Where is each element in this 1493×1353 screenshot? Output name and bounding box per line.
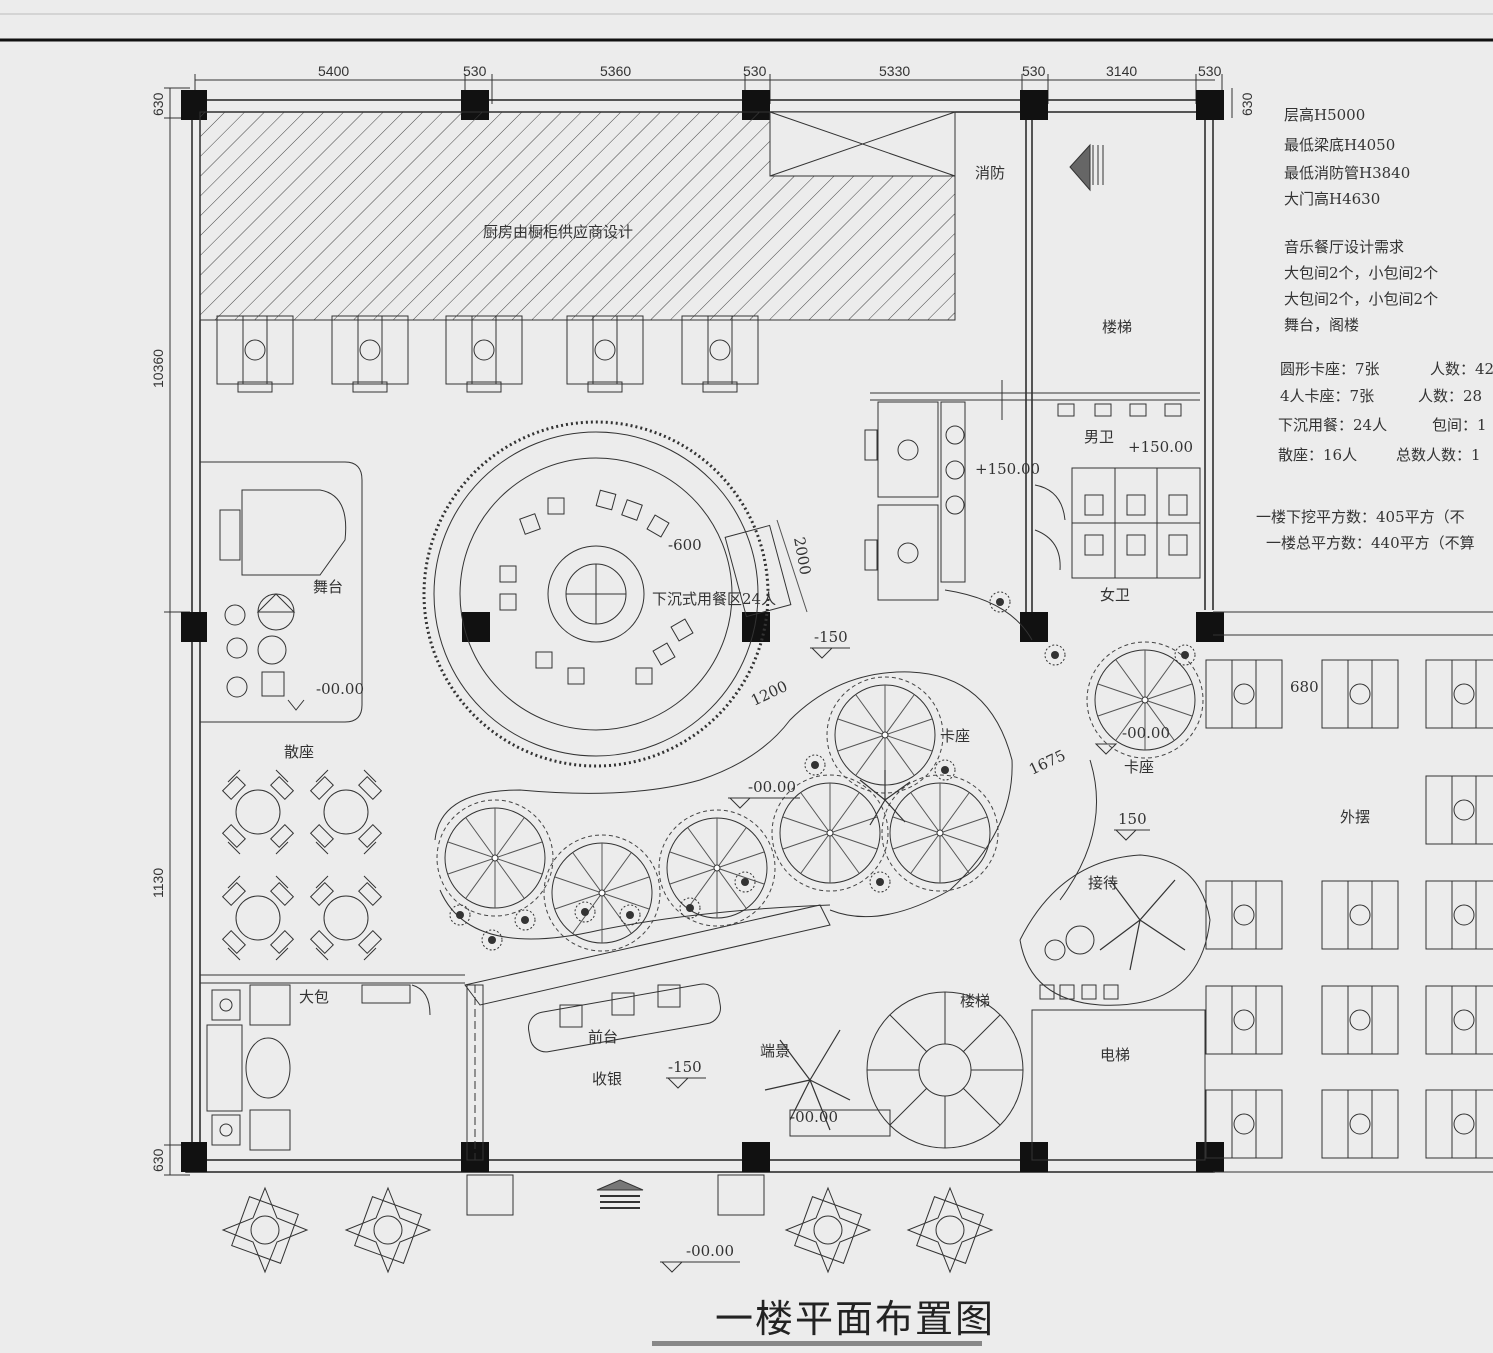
label-level-00-right: -00.00 (1122, 724, 1170, 742)
label-reception: 接待 (1088, 874, 1118, 892)
dim-top-7: 3140 (1106, 63, 1137, 79)
note-door-height: 大门高H4630 (1284, 190, 1381, 208)
note-stat-sunken: 下沉用餐：24人 (1278, 416, 1388, 434)
note-beam-bottom: 最低梁底H4050 (1284, 136, 1396, 154)
label-stairs-bottom: 楼梯 (960, 992, 990, 1010)
label-dim-680: 680 (1290, 678, 1319, 696)
label-male-wc: 男卫 (1084, 428, 1114, 446)
label-stairs-top: 楼梯 (1102, 318, 1132, 336)
note-req-line2: 大包间2个，小包间2个 (1284, 290, 1439, 308)
label-level-00-garden: -00.00 (790, 1108, 838, 1126)
label-booth-1: 卡座 (940, 727, 970, 745)
label-level-m150-a: -150 (814, 628, 848, 646)
label-scatter: 散座 (284, 743, 314, 761)
drawing-title: 一楼平面布置图 (715, 1297, 996, 1341)
dim-top-8: 530 (1198, 63, 1222, 79)
dim-top-4: 530 (743, 63, 767, 79)
label-female-wc: 女卫 (1100, 586, 1130, 604)
note-area-dig: 一楼下挖平方数：405平方（不 (1256, 508, 1465, 526)
dim-top-5: 5330 (879, 63, 910, 79)
note-stat-four-people: 人数：28 (1418, 387, 1483, 405)
note-stat-round: 圆形卡座：7张 (1280, 360, 1380, 378)
label-level-00-stage: -00.00 (316, 680, 364, 698)
note-fire-pipe: 最低消防管H3840 (1284, 164, 1411, 182)
label-level-p150-b: +150.00 (1128, 438, 1193, 456)
note-stat-room: 包间：1 (1432, 416, 1487, 434)
dim-top-1: 5400 (318, 63, 349, 79)
label-big-room: 大包 (299, 988, 329, 1006)
label-kitchen: 厨房由橱柜供应商设计 (483, 223, 633, 241)
label-stage: 舞台 (313, 578, 343, 596)
label-booth-2: 卡座 (1124, 758, 1154, 776)
label-sunken: 下沉式用餐区24人 (652, 590, 776, 608)
note-stat-round-people: 人数：42 (1430, 360, 1493, 378)
note-req-line3: 舞台，阁楼 (1284, 316, 1360, 334)
dim-top-3: 5360 (600, 63, 631, 79)
label-sunken-level: -600 (668, 536, 702, 554)
label-elevator: 电梯 (1100, 1046, 1130, 1064)
label-cashier: 收银 (592, 1070, 622, 1088)
note-stat-scatter: 散座：16人 (1278, 446, 1358, 464)
label-level-p150-a: +150.00 (975, 460, 1040, 478)
label-outdoor: 外摆 (1340, 808, 1370, 826)
label-garden: 端景 (760, 1042, 790, 1060)
label-level-00-mid: -00.00 (748, 778, 796, 796)
dim-left-1: 630 (150, 92, 166, 116)
dim-top-6: 530 (1022, 63, 1046, 79)
note-req-line1: 大包间2个，小包间2个 (1284, 264, 1439, 282)
dim-left-2: 10360 (150, 349, 166, 388)
label-dim-1200: 1200 (748, 677, 790, 709)
label-front-desk: 前台 (588, 1028, 618, 1046)
dim-left-4: 630 (150, 1148, 166, 1172)
note-floor-height: 层高H5000 (1284, 106, 1366, 124)
dim-left-3: 1130 (150, 868, 166, 898)
label-level-150: 150 (1118, 810, 1147, 828)
dim-right-1: 630 (1239, 92, 1255, 116)
note-stat-total: 总数人数：1 (1396, 446, 1481, 464)
note-area-total: 一楼总平方数：440平方（不算 (1266, 534, 1475, 552)
label-level-00-bottom: -00.00 (686, 1242, 734, 1260)
label-dim-1675: 1675 (1026, 746, 1068, 778)
title-underline (652, 1341, 982, 1346)
label-fire: 消防 (975, 164, 1005, 182)
note-stat-four: 4人卡座：7张 (1280, 387, 1375, 405)
label-level-m150-b: -150 (668, 1058, 702, 1076)
note-req-title: 音乐餐厅设计需求 (1284, 238, 1405, 256)
dim-top-2: 530 (463, 63, 487, 79)
